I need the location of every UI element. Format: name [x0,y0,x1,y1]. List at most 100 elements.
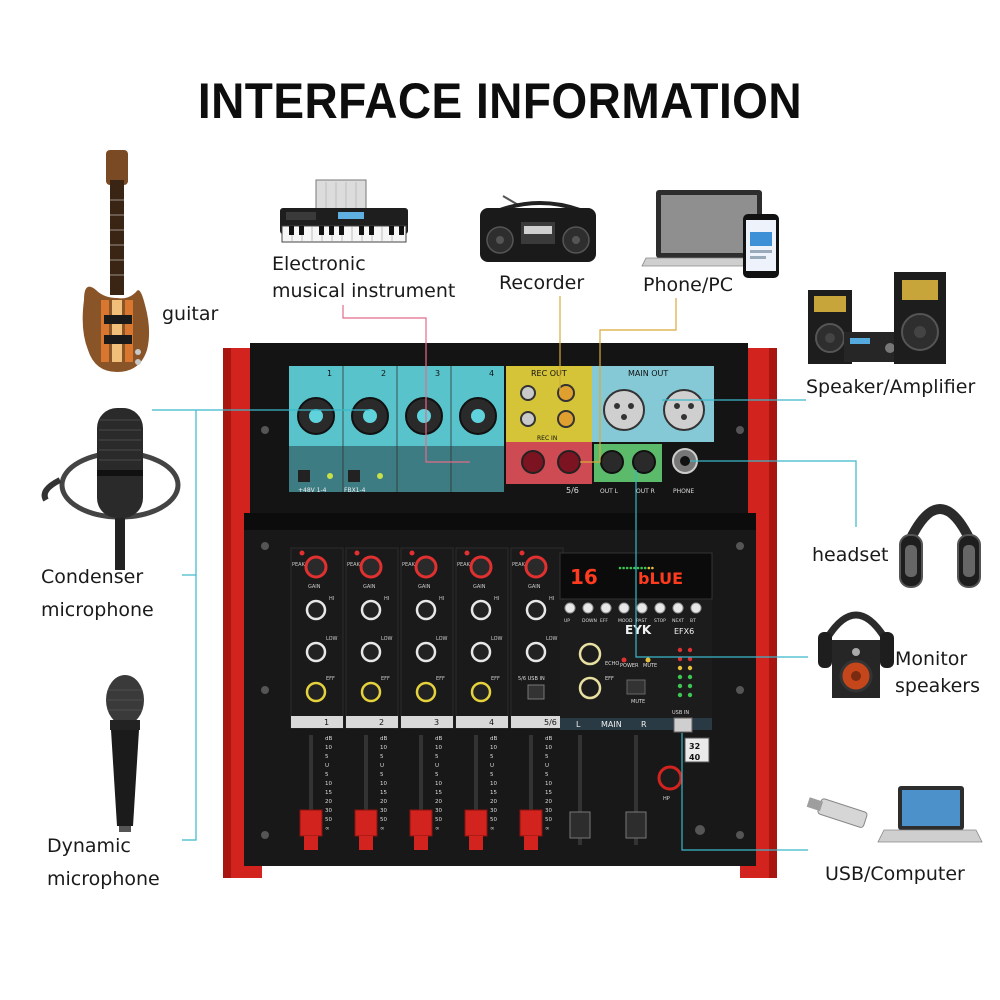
fader-scale-label: 10 [490,745,497,751]
display-level-dot [618,566,622,570]
fader-scale-label: 10 [380,781,387,787]
channel-fader[interactable] [409,809,433,837]
ch56-label: 5/6 [566,486,579,495]
dynamic-microphone-image [106,675,144,832]
led-meter-dot [687,656,693,662]
gain-knob[interactable] [414,555,438,579]
channel-fader[interactable] [464,809,488,837]
gain-knob[interactable] [304,555,328,579]
effect-button[interactable] [582,602,594,614]
bit-bottom-label: 40 [689,753,701,762]
effect-button-label: EFF [600,618,608,624]
fader-scale-label: dB [490,736,497,742]
gain-knob[interactable] [359,555,383,579]
fader-scale-label: 10 [435,781,442,787]
fader-scale-label: ∞ [380,826,385,832]
fader-scale-label: dB [380,736,387,742]
led-meter-dot [677,683,683,689]
laptop-phone-image [641,190,779,278]
model-label: EFX6 [674,627,694,636]
hi-knob[interactable] [415,599,437,621]
eff-knob[interactable] [305,681,327,703]
eff-label: EFF [491,676,500,682]
keyboard-image [280,179,408,243]
fader-scale-label: 20 [490,799,497,805]
channel-fader[interactable] [299,809,323,837]
gain-label: GAIN [418,584,431,590]
display-left: 16 [570,565,598,589]
eff-knob[interactable] [360,681,382,703]
fader-scale-label: 5 [490,754,494,760]
low-knob[interactable] [470,641,492,663]
condenser-label-line2: microphone [41,599,154,621]
effect-button[interactable] [600,602,612,614]
condenser-label-line1: Condenser [41,566,144,588]
hi-knob[interactable] [360,599,382,621]
mute-indicator-label: MUTE [643,663,657,669]
led-meter-dot [677,656,683,662]
main-label: MAIN [601,720,622,729]
fader-scale-label: 50 [325,817,332,823]
led-meter-dot [687,674,693,680]
fader-scale-label: 5 [325,754,329,760]
fader-scale-label: 5 [545,772,549,778]
mute-button-label: MUTE [631,699,645,705]
display-level-dot [640,566,643,570]
fader-scale-label: 15 [435,790,442,796]
fader-scale-label: 50 [545,817,552,823]
low-knob[interactable] [360,641,382,663]
gain-knob[interactable] [524,555,548,579]
fader-scale-label: 10 [435,745,442,751]
fader-scale-label: 30 [380,808,387,814]
channel-fader[interactable] [519,809,543,837]
power-label: POWER [620,663,639,669]
usb-laptop-image [806,786,983,843]
led-meter-dot [677,647,683,653]
fader-scale-label: 20 [380,799,387,805]
hi-knob[interactable] [470,599,492,621]
effect-button-label: PAST [636,618,647,624]
led-meter-dot [677,692,683,698]
led-meter-dot [677,665,683,671]
low-label: LOW [326,636,338,642]
effect-button[interactable] [672,602,684,614]
peak-led [299,550,305,556]
speaker-amplifier-label: Speaker/Amplifier [806,376,976,398]
led-meter-dot [677,674,683,680]
low-knob[interactable] [525,641,547,663]
channel-fader[interactable] [354,809,378,837]
input-ch-2-label: 2 [381,369,386,378]
effect-button[interactable] [690,602,702,614]
display-level-dot [647,566,651,570]
eff-knob[interactable] [415,681,437,703]
low-knob[interactable] [305,641,327,663]
eff-label: EFF [326,676,335,682]
out-l-label: OUT L [600,488,619,495]
effect-button-label: BT [690,618,696,624]
effect-button[interactable] [564,602,576,614]
fader-scale-label: 30 [325,808,332,814]
fader-scale-label: 30 [490,808,497,814]
peak-label: PEAK [512,562,526,568]
display-level-dot [622,566,625,570]
effect-button-label: MOOD [618,618,633,624]
hi-knob[interactable] [305,599,327,621]
hi-knob[interactable] [525,599,547,621]
fader-scale-label: dB [435,736,442,742]
fader-scale-label: 15 [380,790,387,796]
eff-knob[interactable] [470,681,492,703]
low-knob[interactable] [415,641,437,663]
fader-scale-label: U [325,763,329,769]
fader-track [419,735,423,850]
effect-button[interactable] [654,602,666,614]
channel-number-label: 1 [324,718,329,727]
display-level-dot [629,566,633,570]
usb-in-switch[interactable] [527,684,545,700]
fader-scale-label: U [380,763,384,769]
gain-knob[interactable] [469,555,493,579]
effect-button-label: STOP [654,618,666,624]
power-led [621,657,627,663]
effect-button[interactable] [636,602,648,614]
effect-button[interactable] [618,602,630,614]
fader-scale-label: 15 [490,790,497,796]
